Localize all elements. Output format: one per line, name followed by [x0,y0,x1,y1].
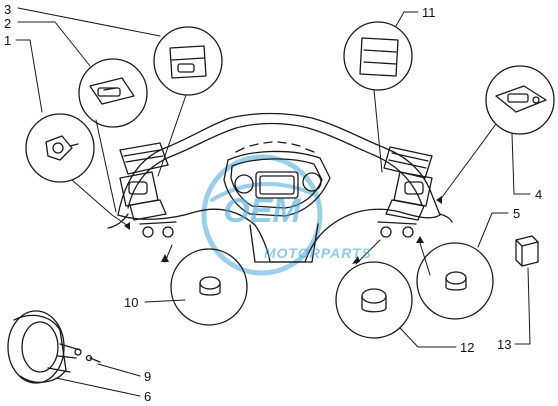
callout-2: 2 [4,16,11,31]
watermark-text: OEM MOTORPARTS [223,192,372,261]
callout-11: 11 [422,5,436,20]
arrowheads [124,196,442,264]
horn [7,310,82,384]
inset-button-10 [170,248,248,326]
inset-switch-4 [485,65,555,135]
callout-9: 9 [144,369,151,384]
inset-button-12 [335,261,413,339]
callout-5: 5 [513,206,520,221]
screw [85,354,101,363]
callout-13: 13 [497,337,511,352]
part-block-13 [515,235,539,267]
callout-labels: 3 2 1 11 4 5 10 12 13 9 6 [4,2,542,404]
callout-3: 3 [4,2,11,17]
callout-4: 4 [535,187,542,202]
watermark [201,154,323,276]
watermark-subtitle: MOTORPARTS [264,245,372,261]
leader-lines [15,7,531,397]
inset-switch-11 [343,21,413,91]
inset-switch-2 [78,58,148,128]
callout-1: 1 [4,33,11,48]
watermark-brand: OEM [223,192,301,230]
handlebar-cover [107,112,453,263]
callout-10: 10 [124,295,138,310]
inset-switch-left [25,113,95,183]
inset-button-5 [416,242,494,320]
callout-6: 6 [144,389,151,404]
inset-switch-3 [153,26,223,96]
callout-12: 12 [460,340,474,355]
